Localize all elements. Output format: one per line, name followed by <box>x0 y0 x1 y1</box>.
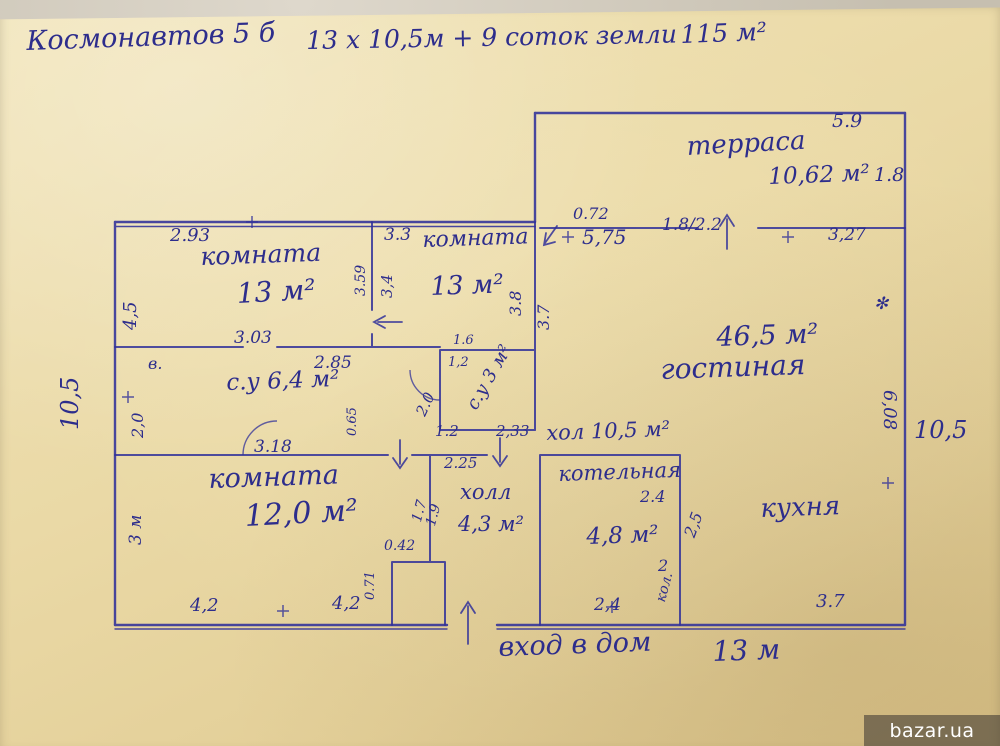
dim-10-5-right: 10,5 <box>914 416 968 444</box>
dim-13m: 13 м <box>711 632 781 668</box>
boiler-label: котельная <box>557 457 682 486</box>
dim-2-85: 2.85 <box>314 353 352 373</box>
size-note-label: 13 х 10,5м + 9 соток земли <box>305 19 678 55</box>
dim-3-27: 3,27 <box>828 225 866 245</box>
terrace-door-arrow <box>719 213 735 250</box>
bath2-walls <box>439 349 536 431</box>
dim-2-25: 2.25 <box>444 454 478 472</box>
dim-3-8: 3.8 <box>506 290 525 316</box>
boiler-area-label: 4,8 м² <box>585 521 659 550</box>
dim-0-42: 0.42 <box>384 538 416 554</box>
inner-walls <box>114 221 906 626</box>
entrance-label: вход в дом <box>497 626 652 663</box>
dim-1-2: 1.2 <box>435 422 459 440</box>
dim-10-5-left: 10,5 <box>56 376 84 430</box>
bath1-door-arrow <box>392 439 408 470</box>
dim-4-5: 4,5 <box>120 301 141 330</box>
hall-door-arrow <box>492 437 508 468</box>
dim-3-03: 3.03 <box>234 328 272 348</box>
room-door-arrow <box>372 315 403 329</box>
bath2-door-arc <box>409 369 441 401</box>
ink-mark: ✻ <box>874 294 889 314</box>
dim-6-08: 6,08 <box>879 390 900 431</box>
tick-marks <box>122 216 894 617</box>
dim-3-7-b: 3.7 <box>816 591 845 612</box>
hall-small-area-label: 4,3 м² <box>458 512 524 536</box>
dim-1-8-2-2: 1.8/2.2 <box>662 215 722 235</box>
room3-label: комната <box>207 459 340 495</box>
dim-0-72: 0.72 <box>573 204 609 223</box>
dim-2-93: 2.93 <box>170 225 211 246</box>
watermark: bazar.ua <box>864 715 1000 746</box>
room1-area-label: 13 м² <box>235 272 317 310</box>
hall-small-label: холл <box>460 480 512 504</box>
terrace-area-label: 10,62 м² <box>767 160 871 190</box>
dim-1-6: 1.6 <box>453 333 474 348</box>
dim-1-8: 1.8 <box>874 164 905 186</box>
dim-2-0-left: 2,0 <box>128 412 147 438</box>
dim-1-2-small: 1,2 <box>448 355 469 370</box>
dim-5-9: 5.9 <box>832 110 863 132</box>
entrance-arrow <box>460 600 476 645</box>
room1-label: комната <box>199 237 322 271</box>
dim-3-59: 3.59 <box>353 264 369 296</box>
measure-ticks <box>122 216 894 617</box>
living-area-label: 46,5 м² <box>715 318 819 353</box>
dim-4-2-b: 4,2 <box>332 593 361 614</box>
boiler-walls <box>539 454 681 626</box>
room2-area-label: 13 м² <box>429 269 505 302</box>
dim-0-71: 0.71 <box>363 571 378 600</box>
dim-3-4: 3,4 <box>378 274 396 298</box>
dim-2: 2 <box>658 556 669 575</box>
dim-4-2-a: 4,2 <box>190 595 219 616</box>
dim-3-3: 3.3 <box>384 225 412 245</box>
bath1-door-arc <box>242 420 278 456</box>
terrace-label: терраса <box>685 125 807 162</box>
dim-2-33: 2,33 <box>496 422 530 440</box>
room3-area-label: 12,0 м² <box>243 493 359 534</box>
dim-0-65: 0.65 <box>345 407 360 436</box>
letter-v: в. <box>148 354 163 373</box>
dim-2-4-b: 2,4 <box>594 595 622 615</box>
living-door-arrow <box>542 225 558 247</box>
dim-3-18: 3.18 <box>254 437 292 457</box>
dim-3-7-vert: 3.7 <box>534 304 553 330</box>
porch-walls <box>391 561 446 626</box>
living-label: гостиная <box>659 347 806 386</box>
dim-3m: 3 м <box>126 514 146 545</box>
dim-5-75: 5,75 <box>582 225 627 249</box>
room2-label: комната <box>421 224 529 253</box>
hall-main-label: хол 10,5 м² <box>545 416 671 445</box>
arrows <box>372 213 735 645</box>
total-area-label: 115 м² <box>679 16 768 49</box>
dim-2-4: 2.4 <box>640 487 666 506</box>
kitchen-label: кухня <box>759 491 841 524</box>
door-arcs <box>242 369 441 456</box>
